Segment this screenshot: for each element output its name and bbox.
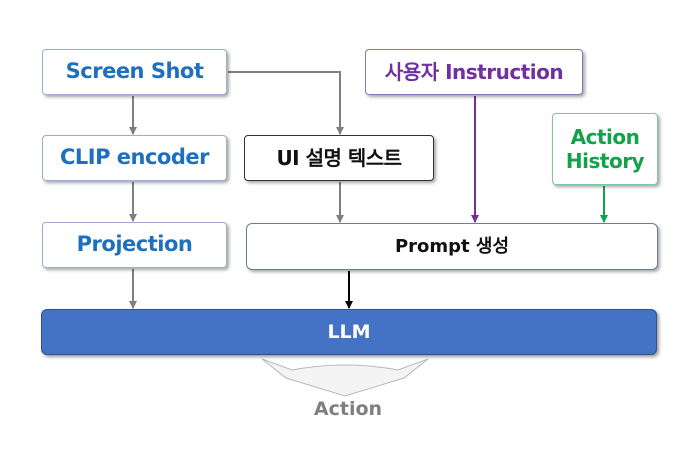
screenshot-label: Screen Shot bbox=[65, 59, 204, 84]
clip-encoder-label: CLIP encoder bbox=[59, 145, 210, 170]
projection-label: Projection bbox=[76, 232, 193, 257]
projection-node: Projection bbox=[42, 222, 227, 268]
llm-label: LLM bbox=[327, 320, 371, 343]
llm-output-arrow bbox=[261, 358, 429, 397]
edge-screenshot-to-uitext bbox=[228, 71, 344, 135]
action-output-label: Action bbox=[313, 398, 383, 420]
user-instruction-label: 사용자 Instruction bbox=[384, 60, 564, 84]
screenshot-node: Screen Shot bbox=[42, 49, 227, 95]
prompt-label: Prompt 생성 bbox=[394, 235, 510, 257]
user-instruction-node: 사용자 Instruction bbox=[365, 49, 583, 95]
ui-text-label: UI 설명 텍스트 bbox=[276, 146, 402, 170]
action-history-label-line2: History bbox=[565, 149, 645, 173]
action-history-node: Action History bbox=[552, 113, 658, 185]
llm-node: LLM bbox=[41, 309, 657, 355]
ui-text-node: UI 설명 텍스트 bbox=[244, 135, 434, 181]
clip-encoder-node: CLIP encoder bbox=[42, 135, 227, 181]
action-history-label-line1: Action bbox=[570, 125, 640, 149]
prompt-node: Prompt 생성 bbox=[246, 223, 658, 270]
